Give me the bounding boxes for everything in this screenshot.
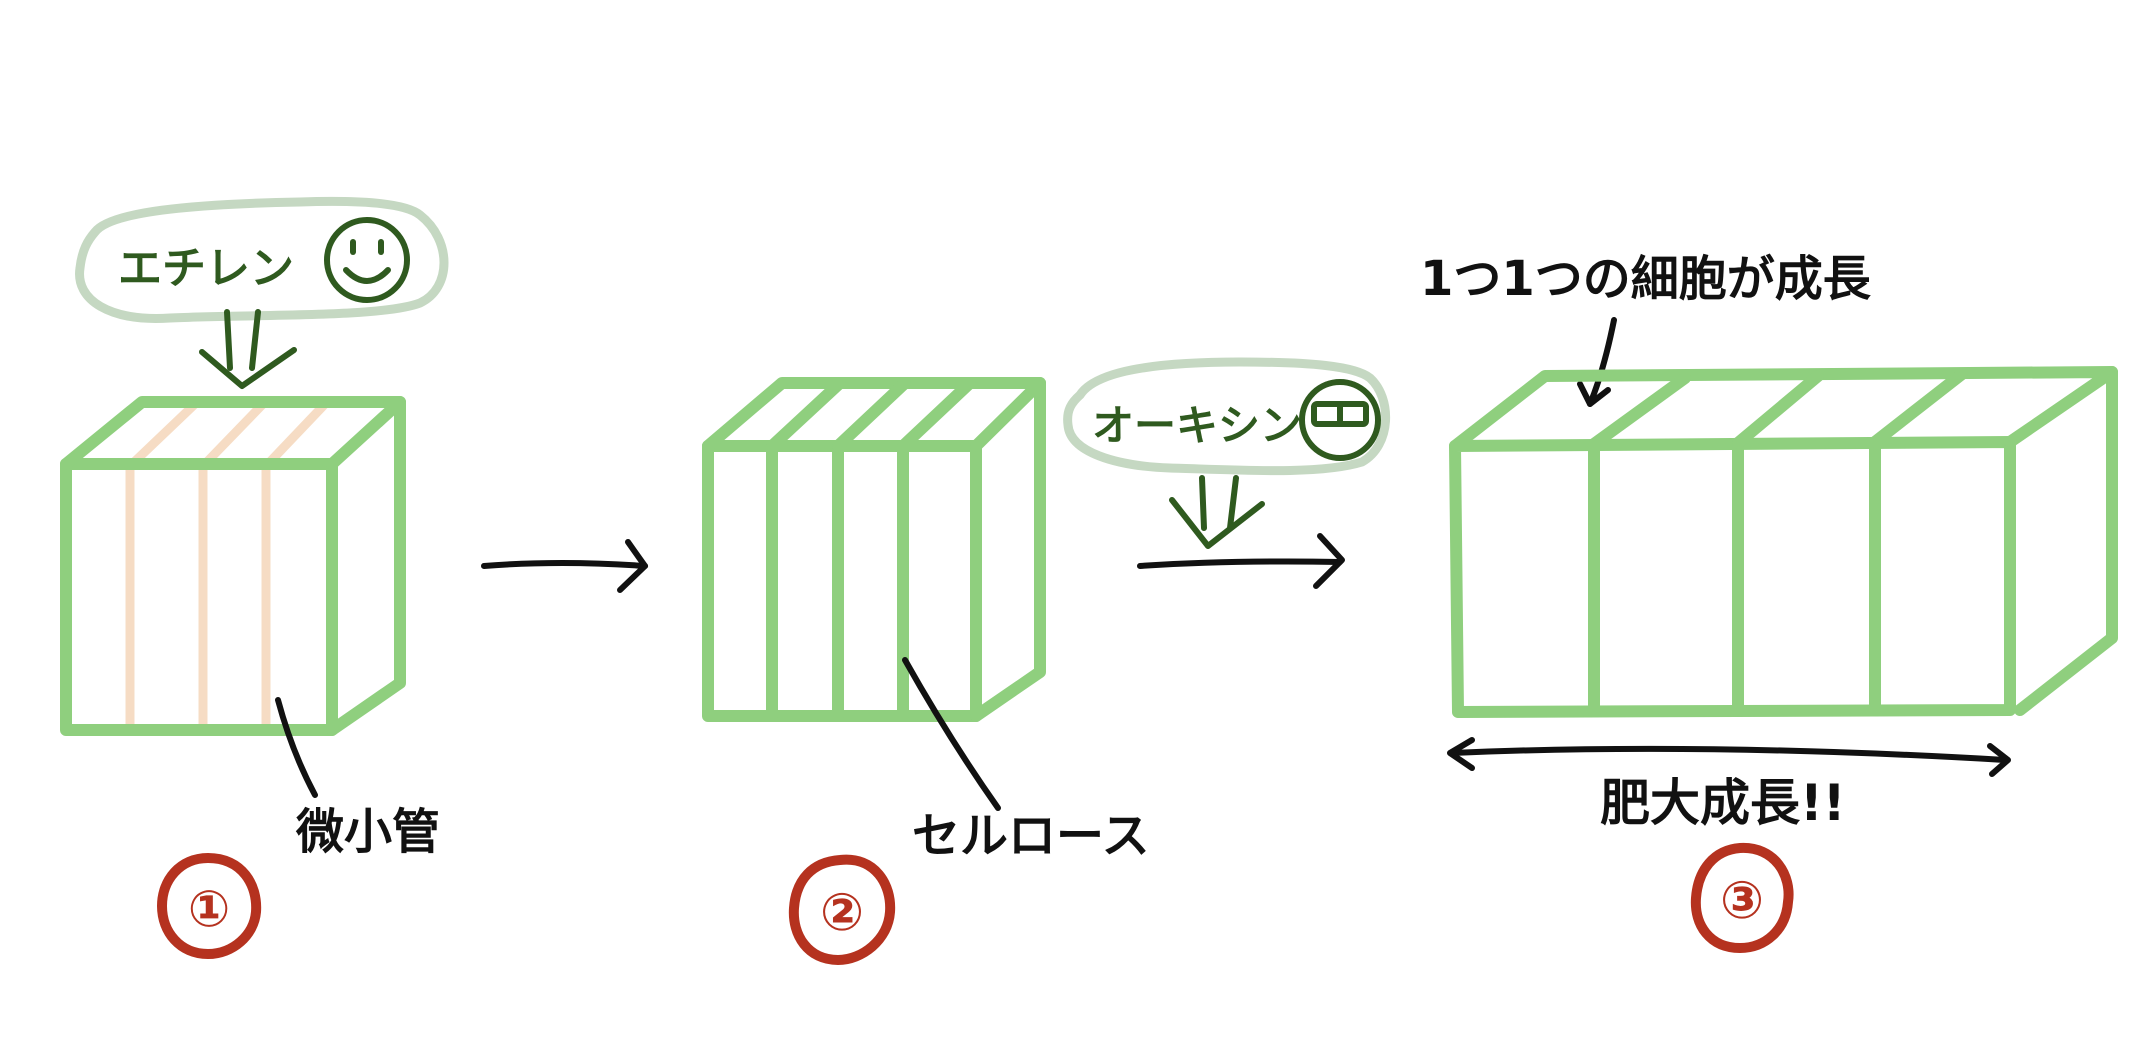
cellulose-pointer: セルロース [902,657,1150,864]
cell-1 [60,396,406,736]
ethylene-bubble: エチレン [75,196,449,323]
arrow-step1-to-step2 [481,539,648,593]
cell-2 [702,377,1046,722]
auxin-bubble: オーキシン [1063,357,1391,476]
auxin-label: オーキシン [1092,401,1302,450]
step-1-badge: ① [156,852,262,960]
ethylene-down-arrow [199,309,297,389]
cell-growth-annotation: 1つ1つの細胞が成長 [1420,251,1872,407]
hypertrophy-label: 肥大成長!! [1600,774,1846,832]
cellulose-label: セルロース [912,808,1150,864]
smiley-face-icon [324,217,410,303]
step-2-number: ② [820,883,864,943]
hypertrophy-span-arrow: 肥大成長!! [1447,737,2011,832]
microtubule-label: 微小管 [295,804,440,860]
arrow-step2-to-step3 [1137,533,1345,589]
microtubule-pointer: 微小管 [275,697,440,860]
step-3-number: ③ [1720,871,1764,931]
step-1-number: ① [188,880,230,938]
ethylene-label: エチレン [118,243,294,294]
step-2-badge: ② [788,854,896,966]
flat-face-icon [1299,379,1381,461]
auxin-down-arrow [1169,475,1265,549]
cell-3-row [1449,366,2118,718]
step-3-badge: ③ [1690,842,1794,954]
cell-growth-label: 1つ1つの細胞が成長 [1420,251,1872,307]
